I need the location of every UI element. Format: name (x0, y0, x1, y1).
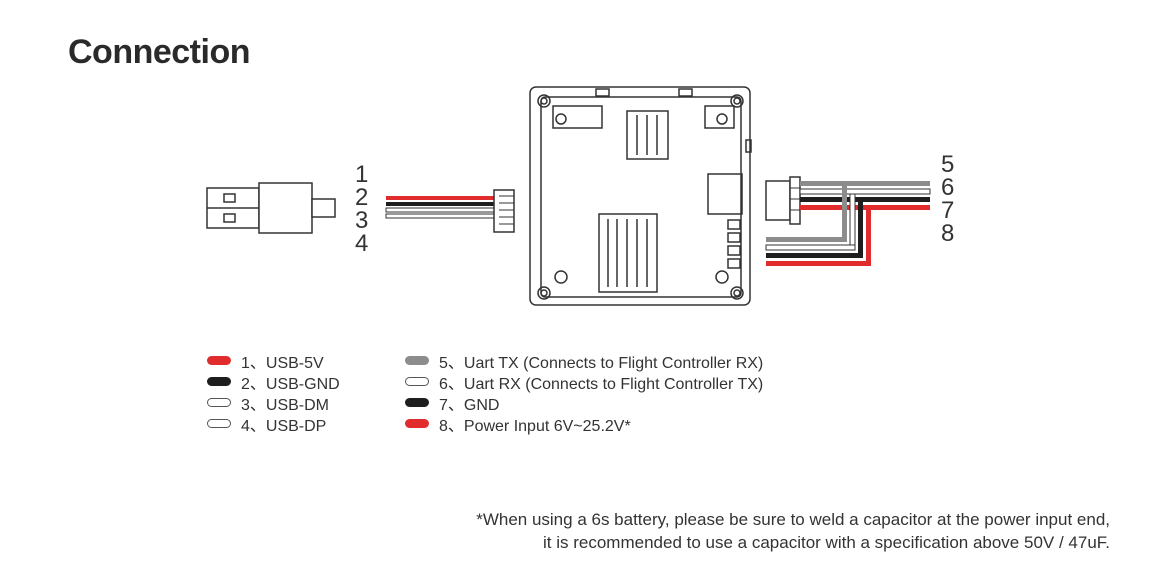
pin-label-5: 5 (941, 151, 954, 178)
legend-item: 4、USB-DP (207, 413, 340, 435)
legend-label: 7、GND (439, 396, 500, 414)
swatch-gray (405, 356, 429, 365)
legend-label: 5、Uart TX (Connects to Flight Controller… (439, 354, 764, 372)
legend-item: 8、Power Input 6V~25.2V* (405, 413, 763, 435)
legend-item: 2、USB-GND (207, 371, 340, 393)
pin-label-1: 1 (355, 161, 368, 188)
pin-label-3: 3 (355, 207, 368, 234)
legend-item: 5、Uart TX (Connects to Flight Controller… (405, 350, 764, 372)
swatch-white (207, 398, 231, 407)
legend-label: 1、USB-5V (241, 354, 324, 372)
usb-cable (385, 189, 515, 233)
legend-item: 1、USB-5V (207, 350, 340, 372)
uart-power-cable (765, 176, 931, 266)
pin-label-4: 4 (355, 230, 368, 257)
legend-label: 4、USB-DP (241, 417, 327, 435)
legend-uart: 5、Uart TX (Connects to Flight Controller… (405, 350, 764, 435)
legend-item: 3、USB-DM (207, 392, 340, 414)
legend-label: 3、USB-DM (241, 396, 330, 414)
capacitor-note: *When using a 6s battery, please be sure… (476, 508, 1110, 554)
pin-label-7: 7 (941, 197, 954, 224)
pin-label-8: 8 (941, 220, 954, 247)
swatch-red (207, 356, 231, 365)
legend-label: 2、USB-GND (241, 375, 340, 393)
pin-label-6: 6 (941, 174, 954, 201)
legend-label: 6、Uart RX (Connects to Flight Controller… (439, 375, 764, 393)
legend-label: 8、Power Input 6V~25.2V* (439, 417, 631, 435)
swatch-black (405, 398, 429, 407)
note-line-1: *When using a 6s battery, please be sure… (476, 510, 1110, 529)
note-line-2: it is recommended to use a capacitor wit… (543, 533, 1110, 552)
legend-item: 6、Uart RX (Connects to Flight Controller… (405, 371, 764, 393)
page-title: Connection (68, 33, 250, 71)
module-board (529, 86, 752, 306)
swatch-white (405, 377, 429, 386)
usb-plug-icon (206, 182, 336, 234)
swatch-white (207, 419, 231, 428)
swatch-red (405, 419, 429, 428)
legend-item: 7、GND (405, 392, 763, 414)
legend-usb: 1、USB-5V 2、USB-GND 3、USB-DM 4、USB-DP (207, 350, 340, 435)
pin-label-2: 2 (355, 184, 368, 211)
swatch-black (207, 377, 231, 386)
